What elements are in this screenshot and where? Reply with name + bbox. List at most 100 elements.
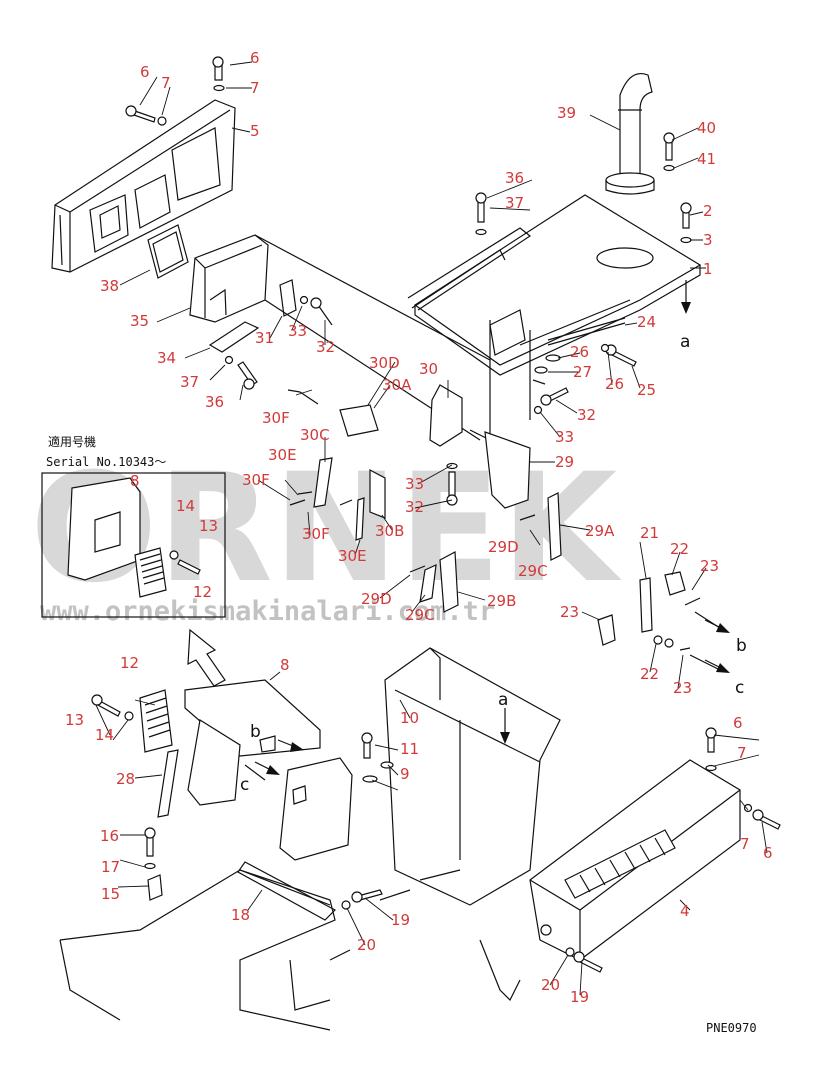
bolt-11-9 <box>361 732 394 783</box>
callout-30: 30 <box>419 360 438 378</box>
arrow-a-top: a <box>680 280 691 352</box>
callout-30a: 30A <box>382 376 412 394</box>
clip-31 <box>279 279 297 317</box>
callout-30d: 30D <box>369 354 400 372</box>
callout-22-b: 22 <box>640 665 659 683</box>
callout-10: 10 <box>400 709 419 727</box>
bolts-32-33-right <box>446 387 569 506</box>
plate-30a <box>339 404 379 437</box>
callout-35: 35 <box>130 312 149 330</box>
ref-letter-b-right: b <box>736 636 747 656</box>
stay-24 <box>547 317 626 346</box>
callout-26-a: 26 <box>570 343 589 361</box>
bracket-35 <box>189 234 269 323</box>
callout-14: 14 <box>95 726 114 744</box>
callout-37-b: 37 <box>505 194 524 212</box>
callout-32-c: 32 <box>405 498 424 516</box>
callout-3: 3 <box>703 231 713 249</box>
callout-23-b: 23 <box>560 603 579 621</box>
callout-34: 34 <box>157 349 176 367</box>
callout-18: 18 <box>231 906 250 924</box>
callout-23-c: 23 <box>673 679 692 697</box>
bolt-25-washer-26 <box>545 343 637 367</box>
callout-9: 9 <box>400 765 410 783</box>
ref-letter-c-right: c <box>735 678 744 698</box>
muffler-39 <box>605 73 655 195</box>
plate-30b <box>369 469 386 519</box>
callout-31: 31 <box>255 329 274 347</box>
bolt-16-17-15 <box>144 827 163 901</box>
callout-7-a: 7 <box>161 74 171 92</box>
callout-13: 13 <box>65 711 84 729</box>
ref-letter-a-top: a <box>680 332 690 352</box>
callout-2: 2 <box>703 202 713 220</box>
clips-30e-30f <box>287 389 365 541</box>
callout-25: 25 <box>637 381 656 399</box>
plates-29a-29b <box>409 492 562 613</box>
callout-30f-b: 30F <box>242 471 270 489</box>
grille-38 <box>147 224 189 279</box>
arrow-a-mid: a <box>498 690 510 744</box>
callout-30e-b: 30E <box>338 547 367 565</box>
plate-30c <box>313 457 333 508</box>
clips-27 <box>532 366 548 385</box>
drawing-code: PNE0970 <box>706 1021 757 1035</box>
callout-6-d: 6 <box>763 844 773 862</box>
callout-1: 1 <box>703 260 713 278</box>
bolts-6-7-right <box>705 727 781 830</box>
callout-6-b: 6 <box>250 49 260 67</box>
callout-33-c: 33 <box>405 475 424 493</box>
callout-40: 40 <box>697 119 716 137</box>
callout-30e-a: 30E <box>268 446 297 464</box>
bolt-19-washer-20 <box>341 889 603 973</box>
callout-29c-a: 29C <box>518 562 548 580</box>
cover-8 <box>184 679 353 861</box>
callout-37-a: 37 <box>180 373 199 391</box>
callout-39: 39 <box>557 104 576 122</box>
callout-6-a: 6 <box>140 63 150 81</box>
callout-5: 5 <box>250 122 260 140</box>
callout-32-b: 32 <box>577 406 596 424</box>
callout-33-b: 33 <box>555 428 574 446</box>
bolts-2-3 <box>680 202 692 244</box>
callout-22-a: 22 <box>670 540 689 558</box>
callout-8-inset: 8 <box>130 472 140 490</box>
cover-4 <box>529 759 741 961</box>
washer-33-upper <box>299 295 309 305</box>
callout-41: 41 <box>697 150 716 168</box>
frame-lower <box>59 861 521 1031</box>
callout-12-inset: 12 <box>193 583 212 601</box>
ref-letter-c-mid: c <box>240 775 249 795</box>
watermark-url: www.ornekismakinalari.com.tr <box>40 596 495 627</box>
arrow-c-mid: c <box>240 761 280 795</box>
cover-10 <box>384 647 561 906</box>
callout-8: 8 <box>280 656 290 674</box>
inset-title: 適用号機 <box>48 434 96 449</box>
callout-7-d: 7 <box>740 835 750 853</box>
callout-7-c: 7 <box>737 744 747 762</box>
bolts-40-41 <box>663 132 675 172</box>
strip-28 <box>157 749 179 818</box>
callout-11: 11 <box>400 740 419 758</box>
callout-36-a: 36 <box>205 393 224 411</box>
callout-27: 27 <box>573 363 592 381</box>
bracket-29 <box>484 431 531 509</box>
callout-19-b: 19 <box>570 988 589 1006</box>
callout-30c: 30C <box>300 426 330 444</box>
bolts-6-7-topleft <box>125 56 225 126</box>
bolts-36-37-right <box>475 192 487 236</box>
callout-36-b: 36 <box>505 169 524 187</box>
inset-arrow <box>187 628 226 687</box>
callout-17: 17 <box>101 858 120 876</box>
hood-1 <box>407 194 702 376</box>
callout-7-b: 7 <box>250 79 260 97</box>
callout-30b: 30B <box>375 522 404 540</box>
callout-20-b: 20 <box>541 976 560 994</box>
callout-6-c: 6 <box>733 714 743 732</box>
callout-15: 15 <box>101 885 120 903</box>
callout-21: 21 <box>640 524 659 542</box>
grille-12 <box>139 689 173 753</box>
leader-lines <box>95 61 768 996</box>
callout-38: 38 <box>100 277 119 295</box>
callout-13-inset: 13 <box>199 517 218 535</box>
